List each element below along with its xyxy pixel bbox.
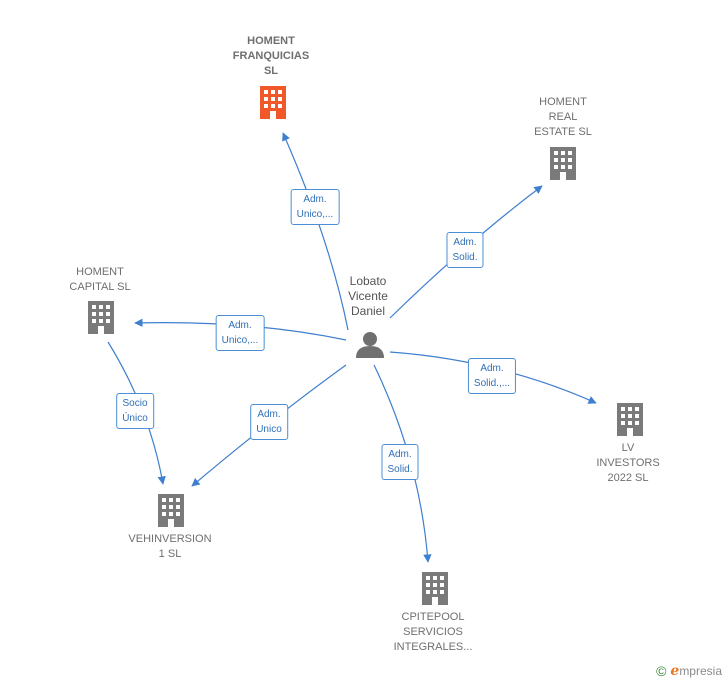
- copyright-icon: ©: [656, 663, 667, 679]
- edge-label-capital[interactable]: Adm. Unico,...: [215, 315, 265, 351]
- company-label-franquicias[interactable]: HOMENT FRANQUICIAS SL: [232, 35, 310, 77]
- edge-label-lv[interactable]: Adm. Solid.,...: [467, 358, 517, 394]
- company-label-capital[interactable]: HOMENT CAPITAL SL: [69, 266, 131, 293]
- building-icon-cpitepool[interactable]: [422, 572, 448, 605]
- brand-initial: e: [670, 663, 680, 679]
- edge-label-vehinversion[interactable]: Adm. Unico: [250, 404, 288, 440]
- edge-label-franquicias[interactable]: Adm. Unico,...: [290, 189, 340, 225]
- company-label-cpitepool[interactable]: CPITEPOOL SERVICIOS INTEGRALES...: [393, 611, 473, 653]
- person-name[interactable]: Lobato Vicente Daniel: [348, 274, 388, 318]
- edge-label-cpitepool[interactable]: Adm. Solid.: [381, 444, 419, 480]
- building-icon-lv[interactable]: [617, 403, 643, 436]
- company-label-real-estate[interactable]: HOMENT REAL ESTATE SL: [534, 96, 592, 138]
- edge-line-franquicias: [282, 132, 349, 331]
- building-icon-vehinversion[interactable]: [158, 494, 184, 527]
- building-icon-capital[interactable]: [88, 301, 114, 334]
- building-icon-franquicias[interactable]: [260, 86, 286, 119]
- person-icon[interactable]: [356, 332, 384, 358]
- edge-label-capital-veh[interactable]: Socio Único: [116, 393, 154, 429]
- building-icon-real-estate[interactable]: [550, 147, 576, 180]
- brand-name: mpresia: [679, 664, 722, 678]
- brand-logo[interactable]: © empresia: [656, 663, 722, 679]
- edge-label-real-estate[interactable]: Adm. Solid.: [446, 232, 484, 268]
- company-label-vehinversion[interactable]: VEHINVERSION 1 SL: [128, 533, 212, 560]
- company-label-lv[interactable]: LV INVESTORS 2022 SL: [596, 442, 660, 484]
